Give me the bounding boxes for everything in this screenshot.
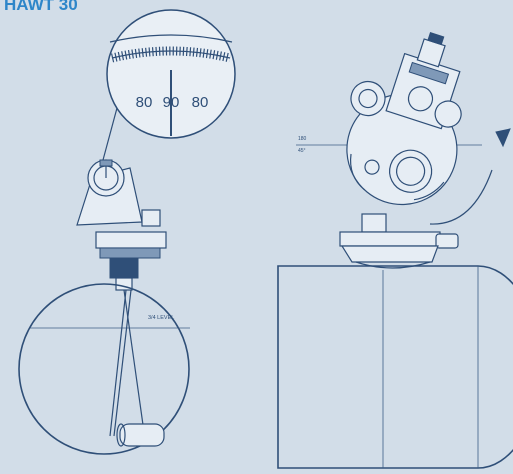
- level-label: 3/4 LEVEL: [148, 315, 174, 321]
- cylinder-tank: [277, 213, 513, 469]
- dial-number-right: 80: [192, 94, 209, 111]
- inlet-port-outer: [389, 149, 433, 193]
- valve-stem: [427, 31, 445, 46]
- valve-port: [407, 86, 434, 112]
- left-gauge-assembly: [76, 159, 167, 291]
- body-marking-right: [413, 181, 445, 201]
- flange-valve: [361, 213, 387, 233]
- valve-block-band: [408, 61, 450, 85]
- tank-outline: [18, 283, 190, 455]
- gauge-top-tab: [99, 159, 113, 167]
- float-rod: [123, 289, 145, 433]
- side-knob-center: [358, 88, 378, 109]
- dial-tick-marks: [110, 46, 232, 63]
- side-fitting: [434, 100, 462, 128]
- dial-number-left: 80: [136, 94, 153, 111]
- float-arm-right: [113, 289, 132, 437]
- regulator-head: 180 45°: [296, 31, 511, 225]
- dial-scale-arc-outer: [109, 34, 233, 43]
- rotation-arrow-line: [429, 169, 493, 225]
- round-tank: 3/4 LEVEL: [18, 283, 190, 455]
- flange-seal: [99, 247, 161, 259]
- body-marking-left: [349, 153, 365, 191]
- angle-label-bottom: 45°: [298, 148, 306, 154]
- flange-plate: [95, 231, 167, 249]
- flange-side-nozzle: [435, 233, 459, 249]
- angle-label-top: 180: [298, 136, 307, 142]
- fitting-body: [109, 257, 139, 279]
- tank-body: [277, 265, 513, 469]
- rotation-arrowhead: [495, 128, 511, 148]
- side-valve: [141, 209, 161, 227]
- float-arm-left: [109, 289, 127, 437]
- float-end-cap: [116, 423, 126, 447]
- gauge-magnifier: 80 90 80: [102, 9, 236, 161]
- side-knob: [350, 80, 386, 117]
- mount-hole: [364, 159, 380, 175]
- page-title: HAWT 30: [4, 0, 78, 14]
- flange-top-plate: [339, 231, 441, 247]
- flange-dome: [355, 261, 431, 269]
- flange-collar: [340, 245, 439, 263]
- float-cylinder: [119, 423, 165, 447]
- inlet-port-inner: [396, 156, 426, 186]
